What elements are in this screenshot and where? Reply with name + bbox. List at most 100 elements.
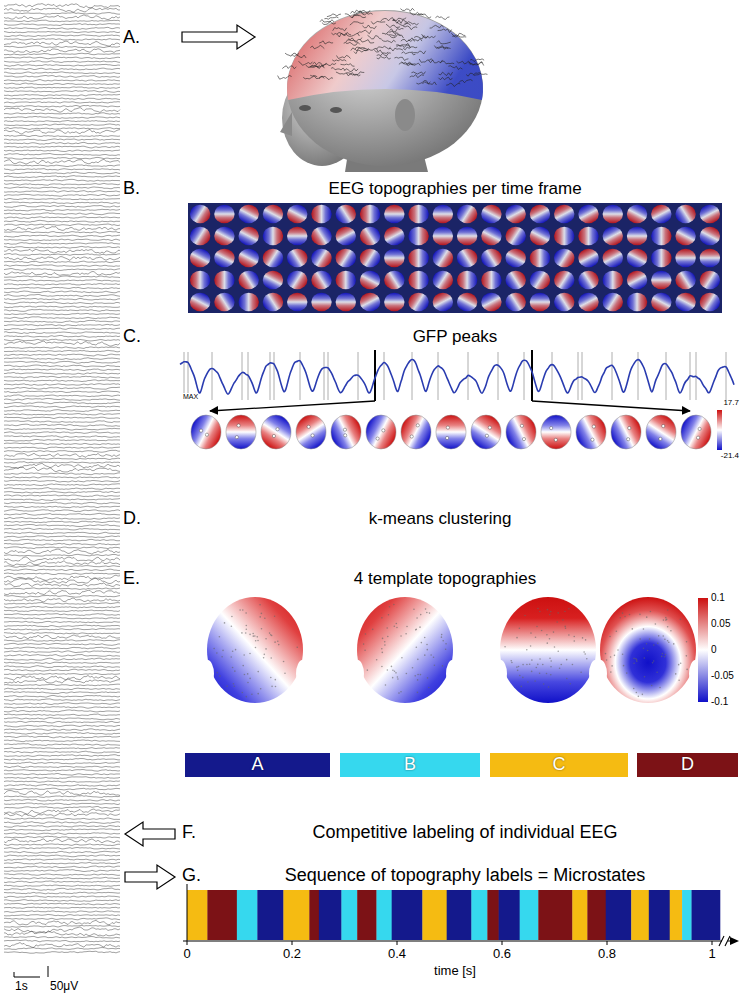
electrode-dot: [384, 644, 386, 646]
gfp-peak-marker: [524, 352, 525, 400]
eeg-trace: [4, 718, 120, 720]
topography-map: [578, 227, 598, 245]
eeg-trace: [4, 635, 120, 639]
electrode-trace: [345, 14, 359, 18]
eeg-trace: [4, 157, 120, 159]
electrode-dot: [226, 685, 228, 687]
topography-map: [311, 271, 331, 289]
electrode-dot: [270, 657, 272, 659]
eeg-trace: [4, 684, 120, 686]
topography-map: [311, 249, 331, 267]
electrode-dot: [650, 611, 652, 613]
eeg-trace: [4, 633, 120, 635]
electrode-dot: [426, 612, 428, 614]
tick-label: 0.4: [388, 947, 406, 961]
nose: [280, 112, 292, 136]
time-axis: [183, 940, 733, 941]
electrode-dot: [673, 643, 675, 645]
electrode-dot: [564, 626, 566, 628]
electrode-dot: [665, 617, 667, 619]
electrode-trace: [354, 50, 368, 54]
eeg-trace: [4, 124, 120, 126]
electrode-dot: [522, 664, 524, 666]
microstate-segment: [447, 890, 472, 940]
electrode-dot: [441, 634, 443, 636]
electrode-dot: [662, 635, 664, 637]
electrode-dot: [516, 666, 518, 668]
topography-map: [408, 293, 428, 311]
eeg-trace: [4, 332, 120, 334]
topography-map: [576, 415, 606, 449]
eeg-trace: [4, 135, 120, 137]
panel-letter: A.: [123, 28, 140, 48]
extremum-dot: [550, 426, 553, 429]
electrode-dot: [414, 675, 416, 677]
electrode-dot: [445, 648, 447, 650]
electrode-trace: [468, 62, 482, 64]
electrode-dot: [518, 666, 520, 668]
panel-title: k-means clustering: [369, 510, 512, 529]
eeg-trace: [4, 903, 120, 905]
topography-map: [530, 249, 550, 267]
electrode-dot: [265, 648, 267, 650]
electrode-dot: [617, 649, 619, 651]
extremum-dot: [344, 434, 347, 437]
eeg-trace: [4, 748, 120, 749]
extremum-dot: [662, 424, 665, 427]
eeg-trace: [4, 463, 120, 468]
eeg-trace: [4, 606, 120, 608]
electrode-dot: [609, 636, 611, 638]
eeg-trace: [4, 306, 120, 308]
eeg-trace: [4, 721, 120, 723]
eeg-trace: [4, 796, 120, 798]
eeg-trace: [4, 703, 120, 705]
axis-tick: [187, 941, 188, 945]
gfp-peak-marker: [498, 352, 499, 400]
electrode-dot: [396, 627, 398, 629]
eeg-trace: [4, 907, 120, 908]
eeg-traces: [4, 4, 120, 954]
eeg-trace: [4, 439, 120, 441]
eeg-trace: [4, 113, 120, 115]
electrode-dot: [661, 656, 663, 658]
electrode-trace: [348, 38, 362, 42]
eeg-trace: [4, 870, 120, 872]
electrode-dot: [257, 693, 259, 695]
eeg-trace: [4, 557, 120, 562]
electrode-trace: [438, 29, 452, 33]
scale-label: 50μV: [50, 980, 78, 993]
eeg-trace: [4, 31, 120, 32]
topography-map: [481, 293, 501, 311]
electrode-dot: [244, 674, 246, 676]
electrode-dot: [539, 672, 541, 674]
topography-map: [287, 249, 307, 267]
extremum-dot: [311, 434, 314, 437]
electrode-dot: [235, 649, 237, 651]
topography-map: [408, 205, 428, 223]
electrode-dot: [539, 611, 541, 613]
electrode-dot: [566, 659, 568, 661]
eeg-trace: [4, 951, 120, 953]
electrode-dot: [686, 655, 688, 657]
topography-map: [554, 271, 574, 289]
eeg-trace: [4, 896, 120, 898]
electrode-dot: [658, 635, 660, 637]
template-label-box: B: [340, 753, 480, 777]
electrode-dot: [632, 628, 634, 630]
electrode-dot: [277, 641, 279, 643]
electrode-trace: [430, 25, 444, 28]
eeg-trace: [4, 488, 120, 490]
eeg-trace: [4, 159, 120, 164]
eeg-trace: [4, 328, 120, 330]
eeg-trace: [4, 139, 120, 141]
axis-tick: [712, 941, 713, 945]
electrode-dot: [394, 670, 396, 672]
electrode-dot: [363, 643, 365, 645]
electrode-dot: [234, 670, 236, 672]
electrode-dot: [562, 619, 564, 621]
microstate-segment: [631, 890, 649, 940]
eeg-trace: [4, 284, 120, 286]
colorbar: [717, 410, 722, 450]
electrode-dot: [549, 638, 551, 640]
electrode-dot: [416, 617, 418, 619]
